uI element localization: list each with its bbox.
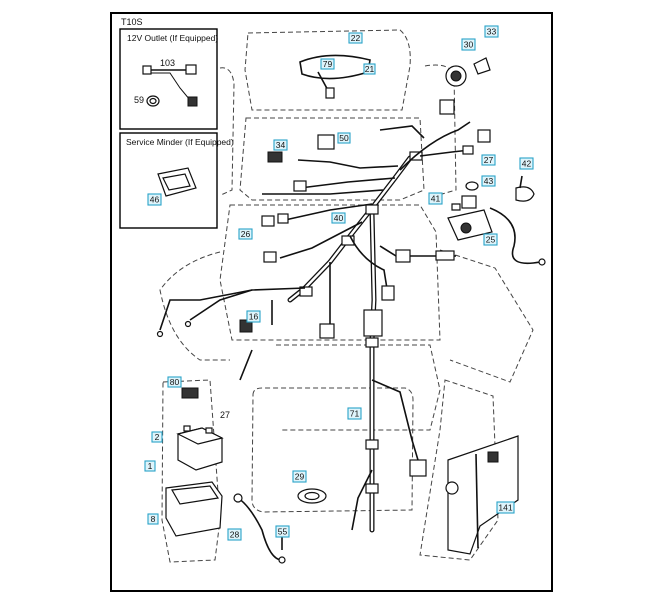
callout-34: 34 [273,139,288,151]
svg-text:46: 46 [150,195,160,205]
callout-41: 41 [428,192,443,205]
outlet-inset-box [119,28,218,130]
svg-text:50: 50 [339,133,349,143]
battery-assembly [165,387,327,564]
callout-25: 25 [483,233,498,246]
callout-50: 50 [337,132,351,144]
main-harness [287,151,423,533]
svg-text:41: 41 [431,194,441,204]
svg-text:2: 2 [155,432,160,442]
svg-text:28: 28 [230,530,240,540]
outlet-socket-label: 59 [134,95,144,105]
callout-27: 27 [481,154,496,166]
callout-43: 43 [481,175,496,187]
callout-26: 26 [238,228,253,240]
svg-text:43: 43 [484,176,494,186]
figure-code: T10S [121,17,143,27]
svg-text:80: 80 [170,377,180,387]
battery-terminal-label: 27 [220,410,230,420]
outlet-inset-parts [142,64,198,107]
svg-text:79: 79 [323,59,333,69]
callout-42: 42 [519,157,534,170]
callout-28: 28 [227,528,242,541]
callout-16: 16 [246,310,261,323]
svg-text:71: 71 [350,409,360,419]
svg-text:22: 22 [351,33,361,43]
svg-text:26: 26 [241,229,251,239]
svg-text:1: 1 [148,461,153,471]
svg-text:30: 30 [464,40,474,50]
service-minder-part [157,167,197,197]
diagram-frame [110,12,553,592]
svg-text:29: 29 [295,472,305,482]
callout-141: 141 [496,501,515,514]
harness-components [156,129,491,477]
service-minder-inset-box [119,132,218,229]
outlet-inset-title: 12V Outlet (If Equipped) [127,33,218,43]
svg-text:42: 42 [522,159,532,169]
callout-1: 1 [144,460,156,472]
svg-text:55: 55 [278,527,288,537]
right-parts [447,175,546,266]
svg-text:16: 16 [249,312,259,322]
harness-branches [159,121,471,531]
callout-30: 30 [461,38,476,51]
callout-29: 29 [292,470,307,483]
service-minder-inset-title: Service Minder (If Equipped) [126,137,234,147]
callout-40: 40 [331,212,346,224]
svg-text:8: 8 [151,514,156,524]
svg-text:40: 40 [334,213,344,223]
outlet-wire-label: 103 [160,58,175,68]
callout-79: 79 [320,58,335,70]
pto-bracket [445,435,519,555]
callout-22: 22 [348,32,363,44]
svg-text:21: 21 [365,64,375,74]
svg-text:141: 141 [498,503,512,513]
callout-55: 55 [275,525,290,538]
svg-text:33: 33 [487,27,497,37]
callout-2: 2 [151,431,163,443]
svg-text:27: 27 [484,155,494,165]
callout-80: 80 [167,376,182,388]
svg-text:25: 25 [486,235,496,245]
callout-46: 46 [147,193,162,206]
callout-21: 21 [363,63,376,75]
callout-8: 8 [147,513,159,525]
chassis-outline [159,29,534,563]
svg-text:34: 34 [276,140,286,150]
callout-33: 33 [484,25,499,38]
callout-71: 71 [347,407,362,420]
